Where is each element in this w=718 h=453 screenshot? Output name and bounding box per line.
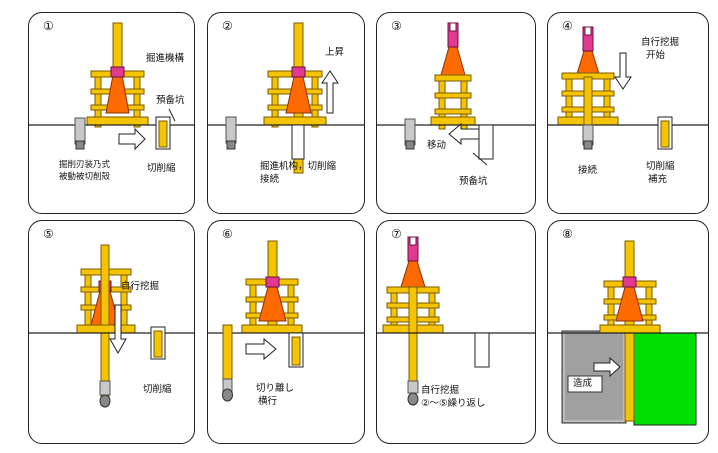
step-panel-1: ① 掘進機構 預备坑 掘削刃装乃式 被動被切削殻 切削縮	[28, 12, 195, 214]
cutter-label: 切削縮	[147, 163, 176, 174]
mechanism-label: 掘進機構	[146, 53, 185, 64]
self-dig-label: 自行挖掘	[121, 281, 160, 292]
cut-label-2: 横行	[258, 396, 278, 407]
step-panel-8: ⑧ 造成	[547, 220, 709, 444]
dig-label-1: 自行挖掘	[421, 385, 460, 396]
step-number: ③	[391, 19, 402, 33]
step-panel-4: ④ 自行挖掘 开始 接続 切削縮 補充	[547, 12, 709, 214]
step-panel-6: ⑥ 切り離し 横行	[207, 220, 365, 444]
connect-note-1: 掘進机构，切削縮	[260, 161, 337, 172]
rise-label: 上昇	[325, 47, 345, 58]
step-number: ①	[43, 19, 54, 33]
start-label-2: 开始	[646, 50, 666, 61]
step-3-drawing	[377, 22, 535, 166]
dig-label-2: ②～⑤繰り返し	[421, 398, 486, 409]
step-panel-5: ⑤ 自行挖掘 切削縮	[28, 220, 195, 444]
step-panel-2: ② 上昇 掘進机构，切削縮 接続	[207, 12, 365, 214]
step-8-drawing	[548, 240, 708, 426]
drive-note-1: 掘削刃装乃式	[59, 160, 111, 170]
cutter-label-2: 補充	[648, 174, 668, 185]
drive-note-2: 被動被切削殻	[59, 172, 111, 182]
start-label-1: 自行挖掘	[641, 37, 680, 48]
connect-label: 接続	[578, 165, 598, 176]
step-1-drawing	[29, 22, 194, 151]
cut-label-1: 切り離し	[256, 383, 295, 394]
step-4-drawing	[548, 26, 708, 150]
step-panel-7: ⑦ 自行挖掘 ②～⑤繰り返し	[376, 220, 536, 444]
step-2-drawing	[208, 22, 364, 174]
step-7-drawing	[377, 236, 535, 406]
step-6-drawing	[208, 240, 364, 402]
complete-label: 造成	[573, 378, 593, 389]
step-panel-3: ③ 移动 预备坑	[376, 12, 536, 214]
connect-note-2: 接続	[260, 174, 280, 185]
step-5-drawing	[29, 244, 194, 408]
step-number: ②	[222, 19, 233, 33]
step-number: ⑤	[43, 227, 54, 241]
step-number: ⑦	[391, 227, 402, 241]
pilot-hole-label: 預备坑	[156, 95, 185, 106]
cutter-label-1: 切削縮	[646, 161, 675, 172]
move-label: 移动	[427, 140, 447, 151]
step-number: ⑥	[222, 227, 233, 241]
cutter-label: 切削縮	[143, 384, 172, 395]
step-number: ④	[562, 19, 573, 33]
step-number: ⑧	[562, 227, 573, 241]
pilot-hole-label: 预备坑	[459, 176, 488, 187]
